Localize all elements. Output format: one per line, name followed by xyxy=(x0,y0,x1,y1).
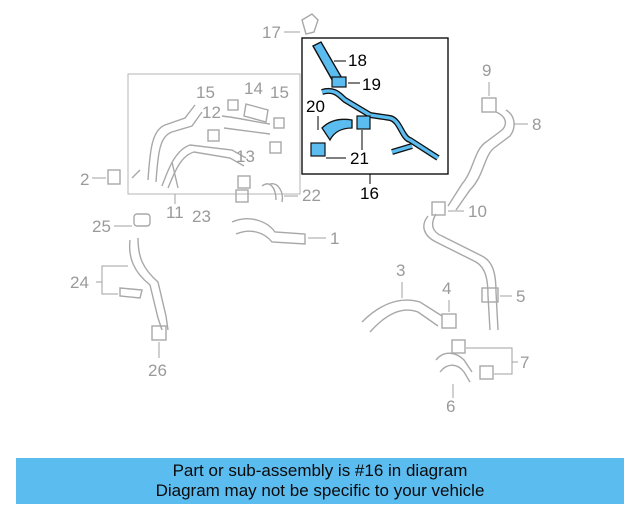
group-box-16 xyxy=(301,37,449,175)
callout-16: 16 xyxy=(360,184,379,203)
callout-18: 18 xyxy=(348,51,367,70)
callout-22: 22 xyxy=(302,186,321,205)
callout-14: 14 xyxy=(244,79,263,98)
callout-21: 21 xyxy=(350,149,369,168)
callout-5: 5 xyxy=(516,287,525,306)
group-box-11 xyxy=(127,73,301,195)
part-4-clamp xyxy=(441,313,457,329)
part-8-hose xyxy=(447,109,515,211)
part-3-hose xyxy=(361,299,443,333)
callout-9: 9 xyxy=(482,61,491,80)
part-9-clamp xyxy=(481,97,497,113)
callout-3: 3 xyxy=(396,261,405,280)
part-17-clip xyxy=(301,13,319,35)
part-14-hose xyxy=(243,103,269,123)
callout-19: 19 xyxy=(362,75,381,94)
callout-10: 10 xyxy=(468,202,487,221)
callout-13: 13 xyxy=(236,147,255,166)
part-2-clamp xyxy=(107,169,121,185)
callout-2: 2 xyxy=(80,170,89,189)
part-13-clamps xyxy=(207,129,282,154)
part-11-hoses xyxy=(131,104,247,189)
part-26-clamp xyxy=(151,325,167,341)
part-1-hose xyxy=(231,218,306,245)
banner-line-2: Diagram may not be specific to your vehi… xyxy=(155,481,485,500)
callout-15-right: 15 xyxy=(270,83,289,102)
callout-7: 7 xyxy=(520,353,529,372)
part-6-hose xyxy=(435,352,473,383)
callout-11: 11 xyxy=(166,203,184,222)
info-banner: Part or sub-assembly is #16 in diagram D… xyxy=(16,458,624,504)
callout-1: 1 xyxy=(330,229,339,248)
callout-15-left: 15 xyxy=(196,83,215,102)
callout-25: 25 xyxy=(92,217,111,236)
callout-17: 17 xyxy=(262,23,281,42)
part-5-pipe xyxy=(423,213,499,331)
callout-24: 24 xyxy=(70,273,89,292)
part-12-hose xyxy=(221,115,271,135)
callout-12: 12 xyxy=(202,103,221,122)
callout-26: 26 xyxy=(148,361,167,380)
callout-6: 6 xyxy=(446,397,455,416)
banner-line-1: Part or sub-assembly is #16 in diagram xyxy=(172,461,468,480)
part-15-clamps xyxy=(227,99,285,129)
callout-23: 23 xyxy=(192,207,211,226)
part-23-clamps xyxy=(235,175,251,203)
part-7-clamps xyxy=(451,339,494,380)
callout-20: 20 xyxy=(306,97,325,116)
part-10-clamp xyxy=(431,201,446,216)
part-25-cap xyxy=(133,213,151,227)
parts-diagram: 17 18 19 20 21 16 xyxy=(70,13,541,416)
part-16-assembly xyxy=(310,41,440,161)
callout-4: 4 xyxy=(442,279,451,298)
callout-8: 8 xyxy=(532,115,541,134)
part-22-hose xyxy=(261,183,284,203)
part-24-pipe xyxy=(119,237,169,331)
